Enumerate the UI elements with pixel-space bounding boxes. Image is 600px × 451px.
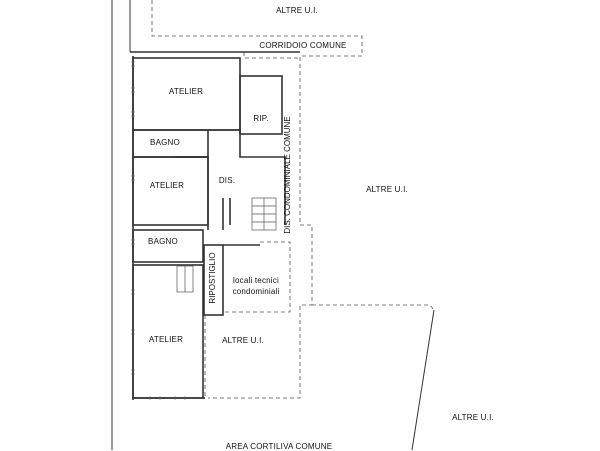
window-hatches [131,61,186,400]
walls [130,51,300,400]
label-area-cortiliva: AREA CORTILIVA COMUNE [225,442,333,451]
label-dis-condominiale: DIS. CONDOMINIALE COMUNE [283,116,292,234]
label-altre-ui-bottom-right: ALTRE U.I. [452,413,494,422]
label-altre-ui-top: ALTRE U.I. [276,6,318,15]
label-dis: DIS. [218,176,236,185]
label-ripostiglio: RIPOSTIGLIO [208,252,217,304]
site-boundary [111,0,435,450]
label-locali-tecnici-line2: condominiali [232,287,280,296]
label-altre-ui-right: ALTRE U.I. [366,185,408,194]
label-locali-tecnici-line1: locali tecnici [233,276,279,285]
label-atelier-2: ATELIER [149,181,185,190]
stairs [176,197,277,293]
label-bagno-1: BAGNO [150,138,180,147]
common-area-outlines [151,0,435,399]
label-bagno-2: BAGNO [148,237,178,246]
label-atelier-1: ATELIER [168,87,204,96]
label-rip: RIP. [253,114,269,123]
label-corridoio-comune: CORRIDOIO COMUNE [259,41,347,50]
label-atelier-3: ATELIER [148,335,184,344]
label-altre-ui-mid: ALTRE U.I. [222,336,264,345]
